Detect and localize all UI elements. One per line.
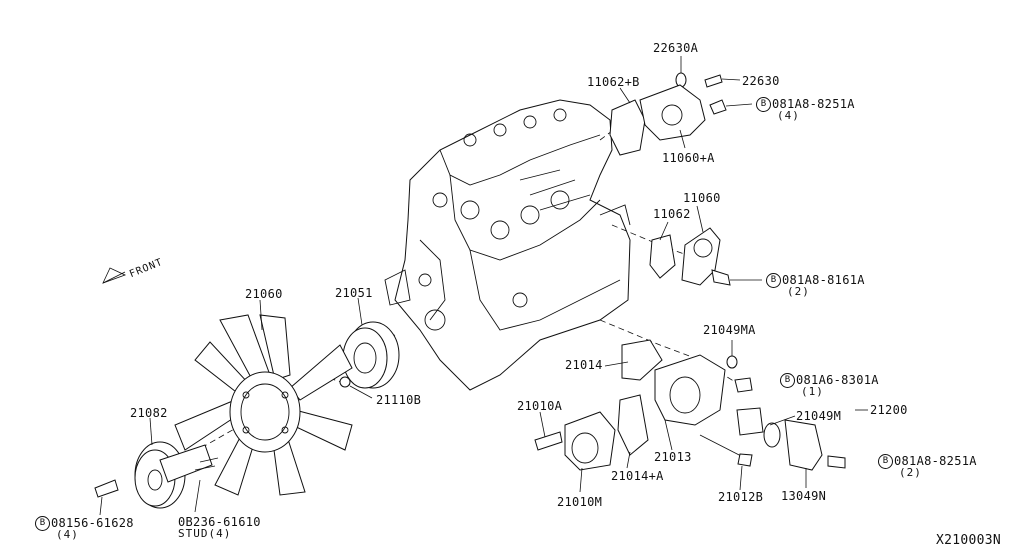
label-22630A: 22630A xyxy=(653,41,699,55)
label-21014: 21014 xyxy=(565,358,603,372)
label-21082: 21082 xyxy=(130,406,168,420)
bolt-mark-icon: B xyxy=(35,516,50,531)
label-11062-B: 11062+B xyxy=(587,75,640,89)
label-081A8-8251A-bottom: 081A8-8251A xyxy=(894,454,977,468)
label-21200: 21200 xyxy=(870,403,908,417)
label-08156-61628: 08156-61628 xyxy=(51,516,134,530)
label-081A6-8301A: 081A6-8301A xyxy=(796,373,879,387)
label-21051: 21051 xyxy=(335,286,373,300)
label-11060-A: 11060+A xyxy=(662,151,715,165)
label-11060: 11060 xyxy=(683,191,721,205)
label-21013: 21013 xyxy=(654,450,692,464)
label-21110B: 21110B xyxy=(376,393,422,407)
label-081A8-8161A: 081A8-8161A xyxy=(782,273,865,287)
front-arrow xyxy=(102,267,127,284)
diagram-id: X210003N xyxy=(936,533,1002,548)
label-11062: 11062 xyxy=(653,207,691,221)
label-13049N: 13049N xyxy=(781,489,827,503)
label-21012B: 21012B xyxy=(718,490,764,504)
water-pump-assembly xyxy=(534,339,846,471)
label-leaders xyxy=(99,56,868,516)
bolt-mark-icon: B xyxy=(878,454,893,469)
label-21014-A: 21014+A xyxy=(611,469,664,483)
cooling-fan xyxy=(174,314,353,496)
label-21049M: 21049M xyxy=(796,409,842,423)
engine-block xyxy=(384,99,631,391)
water-outlet-side xyxy=(649,227,762,286)
label-081A6-8301A-qty: (1) xyxy=(801,385,824,398)
label-081A8-8251A-bottom-qty: (2) xyxy=(899,466,922,479)
label-0B236-stud: STUD(4) xyxy=(178,527,232,540)
label-21010A: 21010A xyxy=(517,399,563,413)
label-0B236-61610: 0B236-61610 xyxy=(178,515,261,529)
label-08156-61628-qty: (4) xyxy=(56,528,79,541)
bolt-mark-icon: B xyxy=(766,273,781,288)
bolt-mark-icon: B xyxy=(780,373,795,388)
label-21049MA: 21049MA xyxy=(703,323,756,337)
label-21060: 21060 xyxy=(245,287,283,301)
bolt-mark-icon: B xyxy=(756,97,771,112)
outlet-housing-top xyxy=(609,72,753,156)
label-081A8-8251A-top: 081A8-8251A xyxy=(772,97,855,111)
label-081A8-8251A-top-qty: (4) xyxy=(777,109,800,122)
label-081A8-8161A-qty: (2) xyxy=(787,285,810,298)
label-21010M: 21010M xyxy=(557,495,603,509)
fan-pulley xyxy=(94,441,219,509)
label-22630: 22630 xyxy=(742,74,780,88)
crank-pulley xyxy=(339,321,400,389)
